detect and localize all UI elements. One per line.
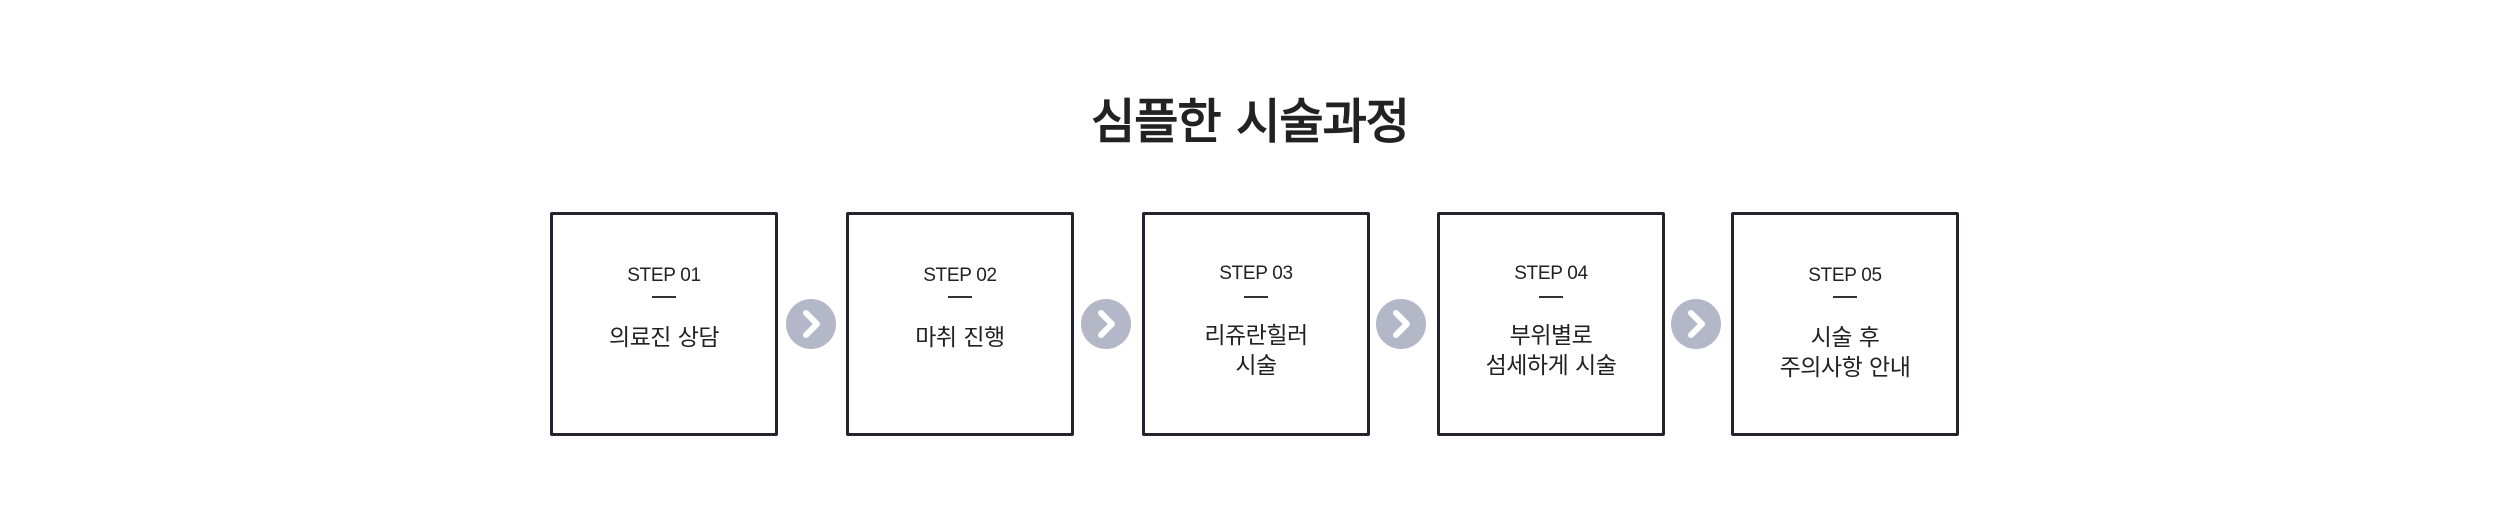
chevron-right-icon [1671,299,1721,349]
chevron-right-icon [786,299,836,349]
step-description: 리쥬란힐러 시술 [1204,323,1308,379]
step-divider [652,296,676,298]
step-divider [948,296,972,298]
section-title: 심플한 시술과정 [1091,94,1410,150]
step-label: STEP 03 [1219,263,1293,284]
step-divider [1833,296,1857,298]
chevron-right-icon [1081,299,1131,349]
step-description: 시술 후 주의사항 안내 [1779,325,1911,381]
step-label: STEP 04 [1514,263,1588,284]
step-label: STEP 01 [627,265,701,286]
chevron-right-icon [1376,299,1426,349]
step-card-5: STEP 05 시술 후 주의사항 안내 [1731,212,1959,436]
step-label: STEP 02 [923,265,997,286]
step-card-4: STEP 04 부위별로 섬세하게 시술 [1437,212,1665,436]
step-card-3: STEP 03 리쥬란힐러 시술 [1142,212,1370,436]
step-description: 부위별로 섬세하게 시술 [1485,323,1617,379]
steps-row: STEP 01 의료진 상담 STEP 02 마취 진행 STEP 03 리쥬란… [550,212,1959,436]
step-description: 의료진 상담 [608,325,720,351]
step-label: STEP 05 [1808,265,1882,286]
step-card-1: STEP 01 의료진 상담 [550,212,778,436]
step-description: 마취 진행 [915,325,1005,351]
step-divider [1244,296,1268,298]
step-card-2: STEP 02 마취 진행 [846,212,1074,436]
step-divider [1539,296,1563,298]
